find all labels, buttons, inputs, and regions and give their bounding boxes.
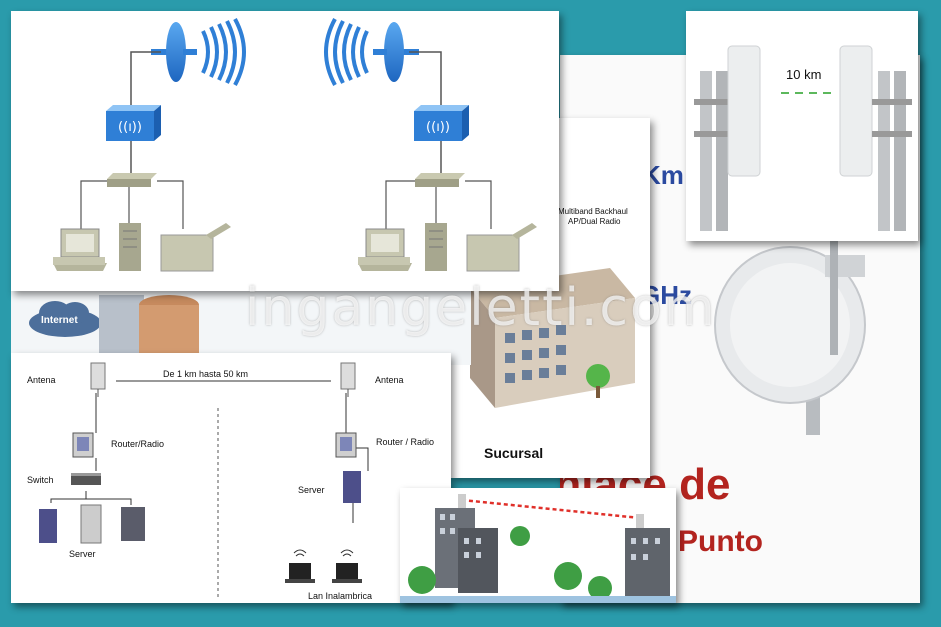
svg-text:((ı)): ((ı)) <box>118 120 142 135</box>
server-icon-a <box>39 509 57 543</box>
radio-caption-line1: Multiband Backhaul <box>558 207 628 216</box>
switch-right <box>415 173 465 187</box>
radio-unit-right: ((ı)) <box>414 105 469 141</box>
router-label-left: Router/Radio <box>111 439 165 449</box>
dish-antenna-image <box>714 235 866 435</box>
switch-icon <box>71 473 101 485</box>
server-icon-b <box>80 504 102 544</box>
ptp-buildings-card <box>400 488 676 603</box>
server-tower-left <box>119 223 141 271</box>
server-icon-right <box>343 471 361 503</box>
server-icon-c <box>121 507 145 541</box>
sector-antenna-left <box>694 45 912 231</box>
printer-right <box>466 223 537 272</box>
ptp-buildings-image <box>400 494 676 603</box>
svg-text:((ı)): ((ı)) <box>426 120 450 135</box>
antenna-label-left: Antena <box>27 375 56 385</box>
lan-diagram-lines <box>39 362 369 598</box>
router-icon-right <box>335 432 357 458</box>
ptp-network-diagram: ((ı)) ((ı)) <box>53 18 537 272</box>
wireless-laptop-2 <box>332 549 362 583</box>
server-label-left: Server <box>69 549 96 559</box>
router-label-right: Router / Radio <box>376 437 435 447</box>
lan-diagram-card: Antena De 1 km hasta 50 km Antena Router… <box>11 353 451 603</box>
router-icon-left <box>72 432 94 458</box>
radio-unit-left: ((ı)) <box>106 105 161 141</box>
wireless-laptop-1 <box>285 549 315 583</box>
wlan-label: Lan Inalambrica <box>308 591 373 601</box>
tower-left <box>435 494 498 593</box>
server-label-right: Server <box>298 485 325 495</box>
dish-icon-right <box>324 18 419 86</box>
sucursal-label: Sucursal <box>484 445 544 461</box>
radio-caption-line2: AP/Dual Radio <box>568 217 621 226</box>
title-line2: Punto <box>678 525 763 558</box>
antenna-icon-right <box>340 362 356 397</box>
switch-label: Switch <box>27 475 54 485</box>
point-to-point-diagram: ((ı)) ((ı)) <box>11 11 559 291</box>
antenna-icon-left <box>90 362 106 397</box>
tower-right <box>625 514 670 603</box>
switch-left <box>107 173 157 187</box>
building-image <box>470 268 635 408</box>
distance-label: 10 km <box>786 67 822 82</box>
internet-label: Internet <box>41 315 78 326</box>
workstation-left <box>53 228 107 271</box>
dish-icon-left <box>151 18 246 86</box>
distance-caption: De 1 km hasta 50 km <box>163 369 249 379</box>
antenna-photo-card: 10 km <box>686 11 918 241</box>
internet-cloud-icon <box>29 301 101 337</box>
workstation-right <box>358 228 412 271</box>
server-tower-right <box>425 223 447 271</box>
internet-strip: Internet <box>11 285 471 365</box>
antenna-label-right: Antena <box>375 375 404 385</box>
printer-left <box>160 223 231 272</box>
